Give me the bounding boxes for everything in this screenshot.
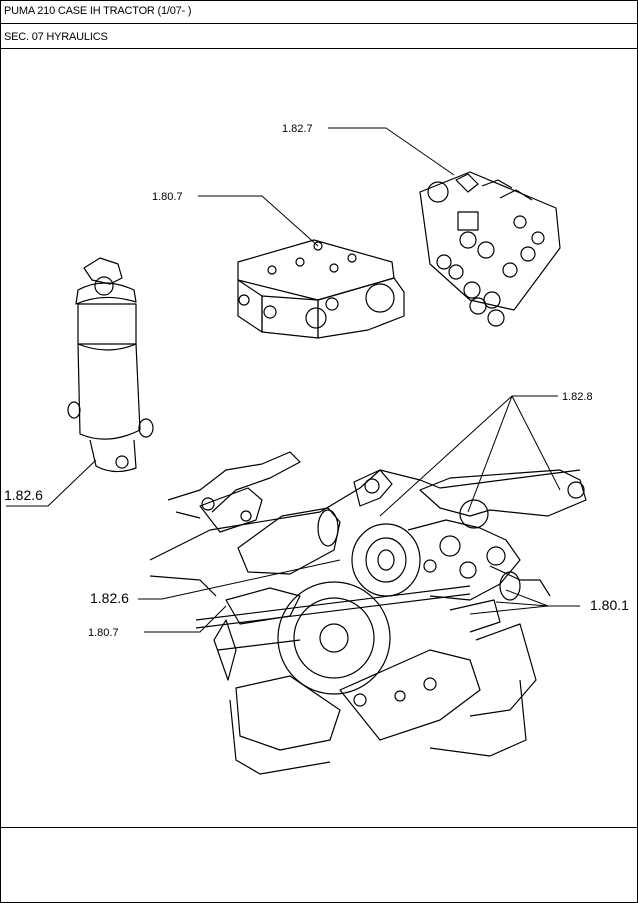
callout-1-80-7-bottom: 1.80.7 <box>88 627 119 639</box>
callout-1-80-7-top: 1.80.7 <box>152 191 183 203</box>
document-title: PUMA 210 CASE IH TRACTOR (1/07- ) <box>4 5 192 17</box>
callout-1-82-6-middle: 1.82.6 <box>90 590 129 606</box>
title-row: PUMA 210 CASE IH TRACTOR (1/07- ) <box>1 1 637 24</box>
section-title: SEC. 07 HYRAULICS <box>4 31 108 43</box>
callout-1-82-7: 1.82.7 <box>282 123 313 135</box>
transmission-assembly <box>149 451 587 775</box>
lift-cylinder <box>67 257 154 473</box>
section-row: SEC. 07 HYRAULICS <box>1 24 637 49</box>
valve-block <box>237 239 405 339</box>
footer-divider <box>1 827 637 828</box>
leader-lines <box>6 127 580 633</box>
exploded-view-drawing: 1.82.7 1.80.7 1.82.8 1.82.6 1.82.6 1.80.… <box>4 123 629 775</box>
control-valve-stack <box>419 171 561 327</box>
callout-1-82-6-left: 1.82.6 <box>4 487 43 503</box>
callout-1-82-8: 1.82.8 <box>562 391 593 403</box>
callout-1-80-1: 1.80.1 <box>590 597 629 613</box>
